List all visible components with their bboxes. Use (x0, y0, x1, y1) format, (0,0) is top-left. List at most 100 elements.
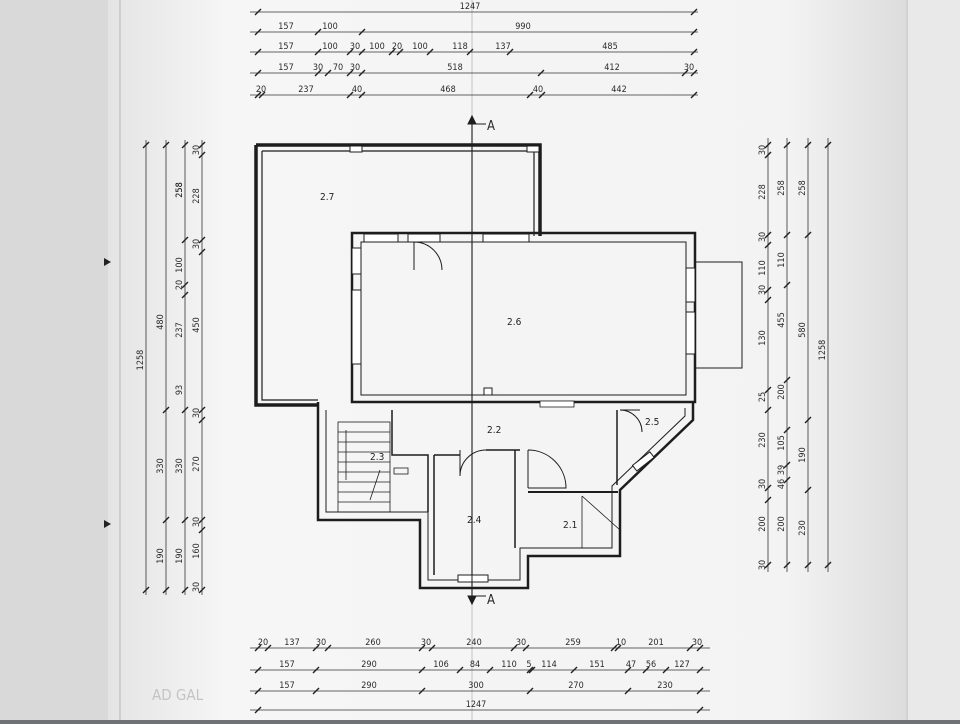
top-dim-r2-label: 118 (452, 42, 467, 52)
left-dim-c4-label: 30 (192, 582, 202, 592)
paper (108, 0, 908, 720)
bottom-dim-r2-tick (570, 666, 578, 674)
left-dim-c4-tick (198, 516, 206, 524)
bottom-dim-r3-tick (696, 687, 704, 695)
right-dim-c1-label: 200 (758, 516, 768, 531)
bottom-dim-r2-label: 110 (501, 660, 516, 670)
bottom-dim-r2-label: 47 (626, 660, 636, 670)
left-dim-c4-label: 30 (192, 517, 202, 527)
left-dim-c2-tick (162, 586, 170, 594)
pillar-mark-2 (526, 145, 540, 153)
window-top-1 (363, 233, 399, 243)
left-dim-c2-label: 190 (156, 548, 166, 563)
right-dim-c1-tick (764, 484, 772, 492)
top-dim-r4-label: 40 (352, 85, 362, 95)
left-dim-c3-tick (181, 141, 189, 149)
left-dim-c2-tick (162, 406, 170, 414)
left-dim-c3-tick (181, 291, 189, 299)
left-dim-c1-tick (142, 141, 150, 149)
top-dim-r4-tick (346, 91, 354, 99)
top-dim-r2-tick (426, 48, 434, 56)
left-dim-c4-label: 450 (192, 317, 202, 332)
right-dim-c2-tick (783, 426, 791, 434)
pillar-mark (349, 145, 363, 153)
bottom-dim-r1-label: 240 (466, 638, 481, 648)
top-dim-r3-label: 30 (684, 63, 694, 73)
left-dim-c4-tick (198, 141, 206, 149)
top-dim-r1-label: 157 (278, 22, 293, 32)
top-dim-r1-tick (358, 28, 366, 36)
top-dim-r2-label: 100 (369, 42, 384, 52)
bottom-dim-r2-tick (642, 666, 650, 674)
bottom-dim-r1-label: 259 (565, 638, 580, 648)
opening-mark (539, 400, 575, 408)
bottom-dim-r2-tick (486, 666, 494, 674)
binder-mark-top (104, 258, 111, 266)
top-dim-r4-tick (690, 91, 698, 99)
top-dim-r4-label: 40 (533, 85, 543, 95)
top-dim-r4-tick (254, 91, 262, 99)
stair-treads (338, 431, 390, 503)
right-dim-c1-tick (764, 286, 772, 294)
top-dim-r1-tick (314, 28, 322, 36)
left-dim-c3-label: 258 (175, 182, 185, 197)
bottom-dim-r1-tick (522, 644, 530, 652)
chimney-mark (483, 387, 493, 396)
top-dim-r2-label: 100 (412, 42, 427, 52)
left-dim-c3-label: 20 (175, 280, 185, 290)
top-dim-r2-tick (254, 48, 262, 56)
right-dim-c1-label: 110 (758, 260, 768, 275)
door-entry (527, 449, 567, 489)
left-dim-c4-label: 30 (192, 239, 202, 249)
top-dim-r3-label: 157 (278, 63, 293, 73)
bottom-dim-r1-label: 20 (258, 638, 268, 648)
top-dim-r4-tick (258, 91, 266, 99)
top-dim-r2-tick (466, 48, 474, 56)
left-dim-c3-tick (181, 516, 189, 524)
left-dim-c4-tick (198, 248, 206, 256)
bottom-dim-r1-label: 30 (692, 638, 702, 648)
right-dim-c1-tick (764, 561, 772, 569)
left-underlay (0, 0, 110, 720)
bottom-dim-r1-tick (324, 644, 332, 652)
right-dim-c4-tick (824, 561, 832, 569)
bottom-dim-r1-tick (696, 644, 704, 652)
bottom-dim-r1-tick (510, 644, 518, 652)
bottom-dim-r2-tick (418, 666, 426, 674)
top-dim-r3-label: 30 (313, 63, 323, 73)
bottom-dim-r4-tick (254, 706, 262, 714)
top-dim-r2-label: 137 (495, 42, 510, 52)
right-dim-c3-tick (804, 561, 812, 569)
top-dim-r4-label: 442 (611, 85, 626, 95)
right-dim-c3-label: 230 (798, 520, 808, 535)
left-dim-c3-tick (181, 236, 189, 244)
right-dim-c1-tick (764, 386, 772, 394)
right-dim-c1-label: 30 (758, 145, 768, 155)
window-right-2 (685, 311, 696, 355)
door-25 (619, 409, 643, 433)
top-dim-r3-tick (358, 69, 366, 77)
top-dim-r2-tick (690, 48, 698, 56)
bottom-dim-r2-label: 157 (279, 660, 294, 670)
right-dim-c1-label: 230 (758, 432, 768, 447)
section-mark-top: A (487, 119, 495, 134)
bottom-dim-r2-label: 127 (674, 660, 689, 670)
right-dim-c1-tick (764, 231, 772, 239)
wall-lower-outer (316, 402, 695, 590)
left-dim-c1-tick (142, 586, 150, 594)
bottom-dim-r1-tick (418, 644, 426, 652)
bottom-dim-r3-label: 157 (279, 681, 294, 691)
top-dim-r4-tick (538, 91, 546, 99)
stair-mark (393, 467, 409, 475)
room-label-2-5: 2.5 (645, 417, 659, 428)
left-dim-c3-tick (181, 586, 189, 594)
top-dim-r3-label: 30 (350, 63, 360, 73)
bottom-dim-r1-tick (686, 644, 694, 652)
bottom-dim-r1-tick (614, 644, 622, 652)
right-dim-c1-tick (764, 496, 772, 504)
left-dim-c4-label: 160 (192, 543, 202, 558)
wall-stair-right (391, 410, 429, 512)
top-dim-r1-label: 100 (322, 22, 337, 32)
window-right-1 (685, 267, 696, 303)
